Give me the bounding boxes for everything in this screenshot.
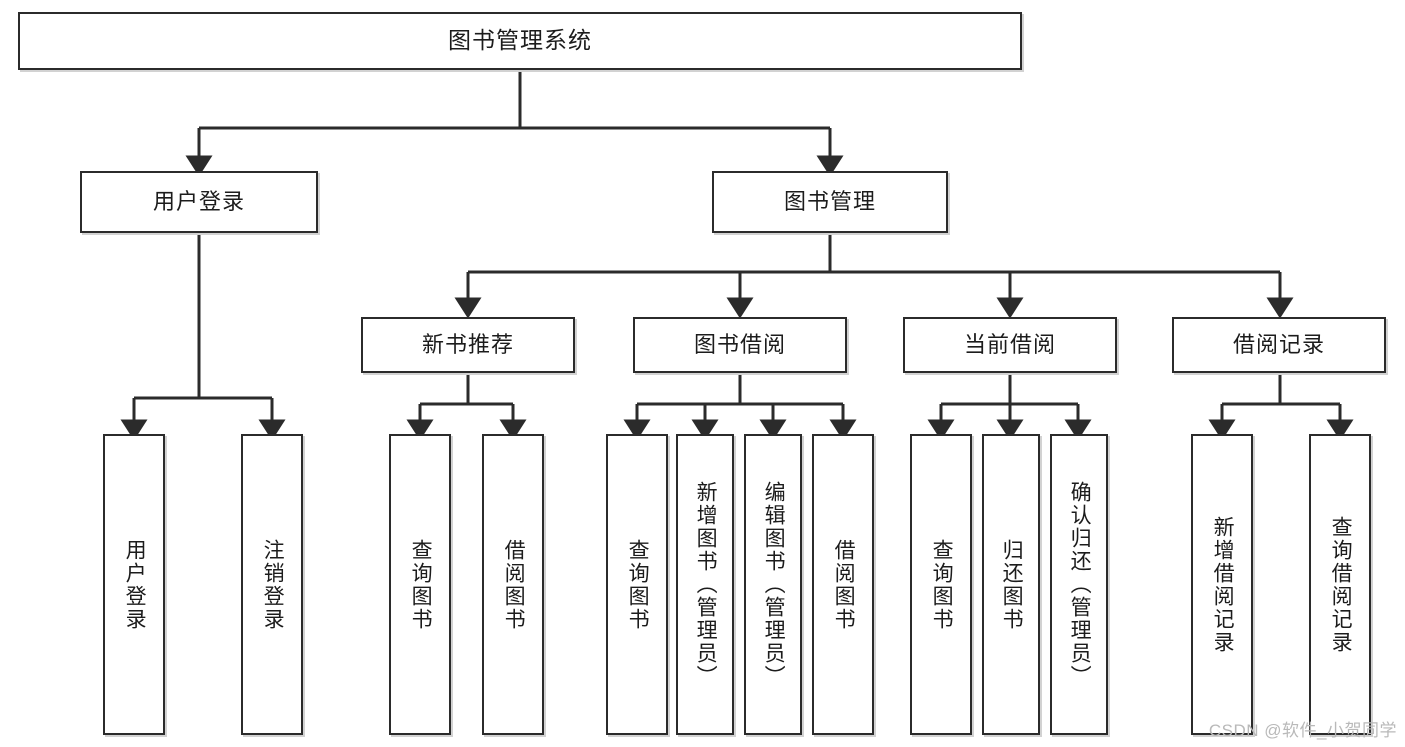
leaf-recommend-borrow-book[interactable]: 借阅图书 (482, 434, 544, 735)
node-label: 图书管理系统 (448, 27, 592, 54)
node-label: 新书推荐 (421, 331, 514, 357)
leaf-recommend-query-book[interactable]: 查询图书 (389, 434, 451, 735)
node-label: 查询借阅记录 (1329, 515, 1353, 654)
leaf-current-confirm-return-admin[interactable]: 确认归还（管理员） (1050, 434, 1108, 735)
leaf-record-add-record[interactable]: 新增借阅记录 (1191, 434, 1253, 735)
node-user-login[interactable]: 用户登录 (80, 171, 318, 233)
node-label: 查询图书 (409, 538, 433, 631)
leaf-record-query-record[interactable]: 查询借阅记录 (1309, 434, 1371, 735)
leaf-current-return-book[interactable]: 归还图书 (982, 434, 1040, 735)
node-label: 图书借阅 (693, 331, 786, 357)
watermark: CSDN @软件_小贺同学 (1208, 721, 1397, 740)
node-root-system[interactable]: 图书管理系统 (18, 12, 1022, 70)
leaf-user-login-login[interactable]: 用户登录 (103, 434, 165, 735)
leaf-borrow-query-book[interactable]: 查询图书 (606, 434, 668, 735)
node-label: 注销登录 (261, 538, 285, 631)
node-current-borrow[interactable]: 当前借阅 (903, 317, 1117, 373)
node-label: 查询图书 (930, 538, 954, 631)
node-label: 新增图书（管理员） (694, 481, 718, 688)
node-borrow-record[interactable]: 借阅记录 (1172, 317, 1386, 373)
node-label: 借阅图书 (502, 538, 526, 631)
node-book-borrow[interactable]: 图书借阅 (633, 317, 847, 373)
node-book-management[interactable]: 图书管理 (712, 171, 948, 233)
node-label: 编辑图书（管理员） (762, 481, 786, 688)
node-label: 用户登录 (152, 188, 245, 214)
leaf-borrow-borrow-book[interactable]: 借阅图书 (812, 434, 874, 735)
leaf-borrow-edit-book-admin[interactable]: 编辑图书（管理员） (744, 434, 802, 735)
node-new-book-recommend[interactable]: 新书推荐 (361, 317, 575, 373)
leaf-current-query-book[interactable]: 查询图书 (910, 434, 972, 735)
leaf-borrow-add-book-admin[interactable]: 新增图书（管理员） (676, 434, 734, 735)
node-label: 确认归还（管理员） (1068, 481, 1092, 688)
node-label: 归还图书 (1000, 538, 1024, 631)
node-label: 图书管理 (783, 188, 876, 214)
node-label: 当前借阅 (963, 331, 1056, 357)
leaf-user-login-logout[interactable]: 注销登录 (241, 434, 303, 735)
node-label: 用户登录 (123, 538, 147, 631)
node-label: 借阅记录 (1232, 331, 1325, 357)
node-label: 查询图书 (626, 538, 650, 631)
node-label: 新增借阅记录 (1211, 515, 1235, 654)
node-label: 借阅图书 (832, 538, 856, 631)
